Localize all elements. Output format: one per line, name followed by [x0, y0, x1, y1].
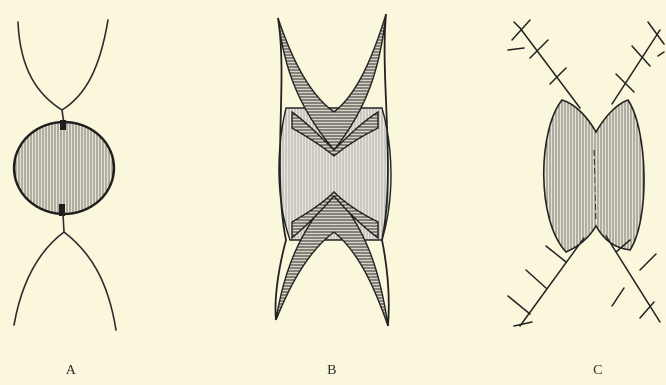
panel-c-body — [544, 100, 644, 252]
panel-a-globe-bottom-knot — [59, 204, 65, 216]
panel-b-label: B — [317, 363, 347, 379]
panel-a-upper-arc — [18, 20, 108, 110]
panel-a-globe-top-knot — [60, 120, 66, 130]
panel-a-label: A — [56, 363, 86, 379]
panel-c-barbs-lower-right — [612, 240, 656, 318]
panel-c-branch-lower-right — [606, 236, 660, 322]
panel-a-lower-arc — [14, 232, 116, 330]
panel-c-drawing — [508, 20, 664, 326]
panel-a-drawing — [14, 20, 116, 330]
panel-c-branch-upper-right — [612, 30, 660, 104]
panel-b-drawing — [275, 14, 391, 326]
panel-a-lower-stalk — [63, 214, 64, 232]
panel-c-branch-upper-left — [520, 28, 580, 108]
panel-c-barbs-upper-left — [508, 20, 566, 84]
panel-c-label: C — [583, 363, 613, 379]
panel-c-barbs-lower-left — [508, 246, 566, 326]
panel-a-globe — [14, 122, 114, 214]
panel-c-barbs-upper-right — [616, 22, 664, 92]
